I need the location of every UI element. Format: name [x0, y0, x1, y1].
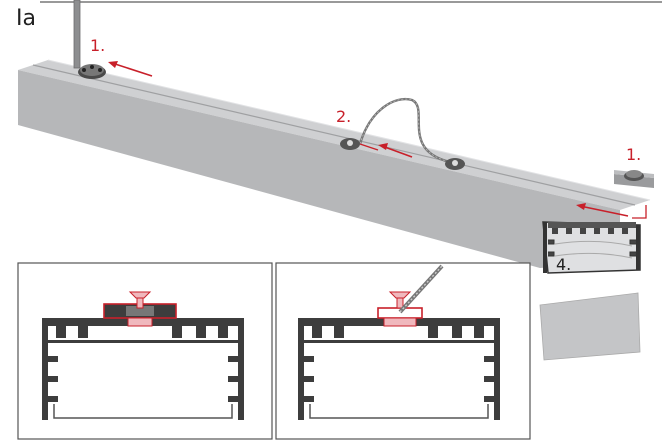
- bracket-icon: [78, 64, 106, 79]
- step-label-1-left: 1.: [90, 36, 106, 55]
- arrow-step1-left: [108, 61, 153, 77]
- inset-panel-left: [17, 262, 273, 440]
- profile-front-face: [18, 70, 620, 268]
- step-label-2: 2.: [336, 107, 352, 126]
- profile-end-section: [542, 221, 641, 274]
- led-profile: [18, 59, 651, 274]
- profile-cross-section-left: [42, 291, 244, 420]
- suspension-rod: [73, 0, 81, 69]
- step-label-1-right: 1.: [626, 145, 642, 164]
- bracket-right-icon: [614, 170, 654, 188]
- arrow-step2: [378, 143, 413, 158]
- profile-groove: [32, 64, 636, 206]
- profile-cross-section-right: [298, 264, 500, 420]
- figure-label: Ia: [16, 6, 36, 31]
- arrow-step1-right: [576, 203, 647, 219]
- cable-icon: [340, 97, 465, 170]
- inset-panel-right: [275, 262, 531, 440]
- step-label-4: 4.: [556, 255, 572, 274]
- diffuser-cover: [539, 292, 641, 361]
